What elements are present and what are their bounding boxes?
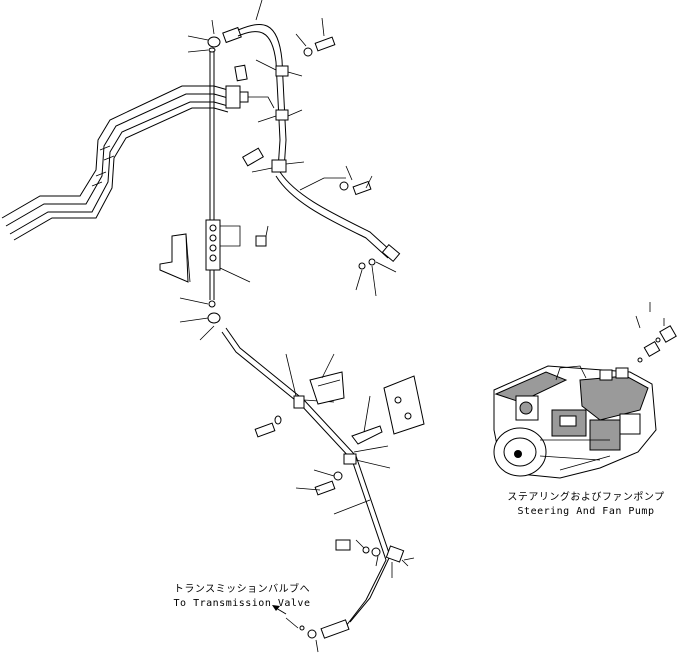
- center-diagonal-tube: [221, 327, 425, 653]
- pump-label-japanese: ステアリングおよびファンポンプ: [507, 492, 665, 503]
- left-tube-bundle: [1, 85, 275, 241]
- pump-label-english: Steering And Fan Pump: [517, 506, 655, 517]
- valve-label-english: To Transmission Valve: [173, 598, 311, 609]
- vertical-line-left: [159, 19, 269, 341]
- steering-fan-pump: [493, 302, 677, 479]
- valve-label-japanese: トランスミッションバルブへ: [173, 584, 311, 595]
- upper-curved-hose: [222, 0, 401, 297]
